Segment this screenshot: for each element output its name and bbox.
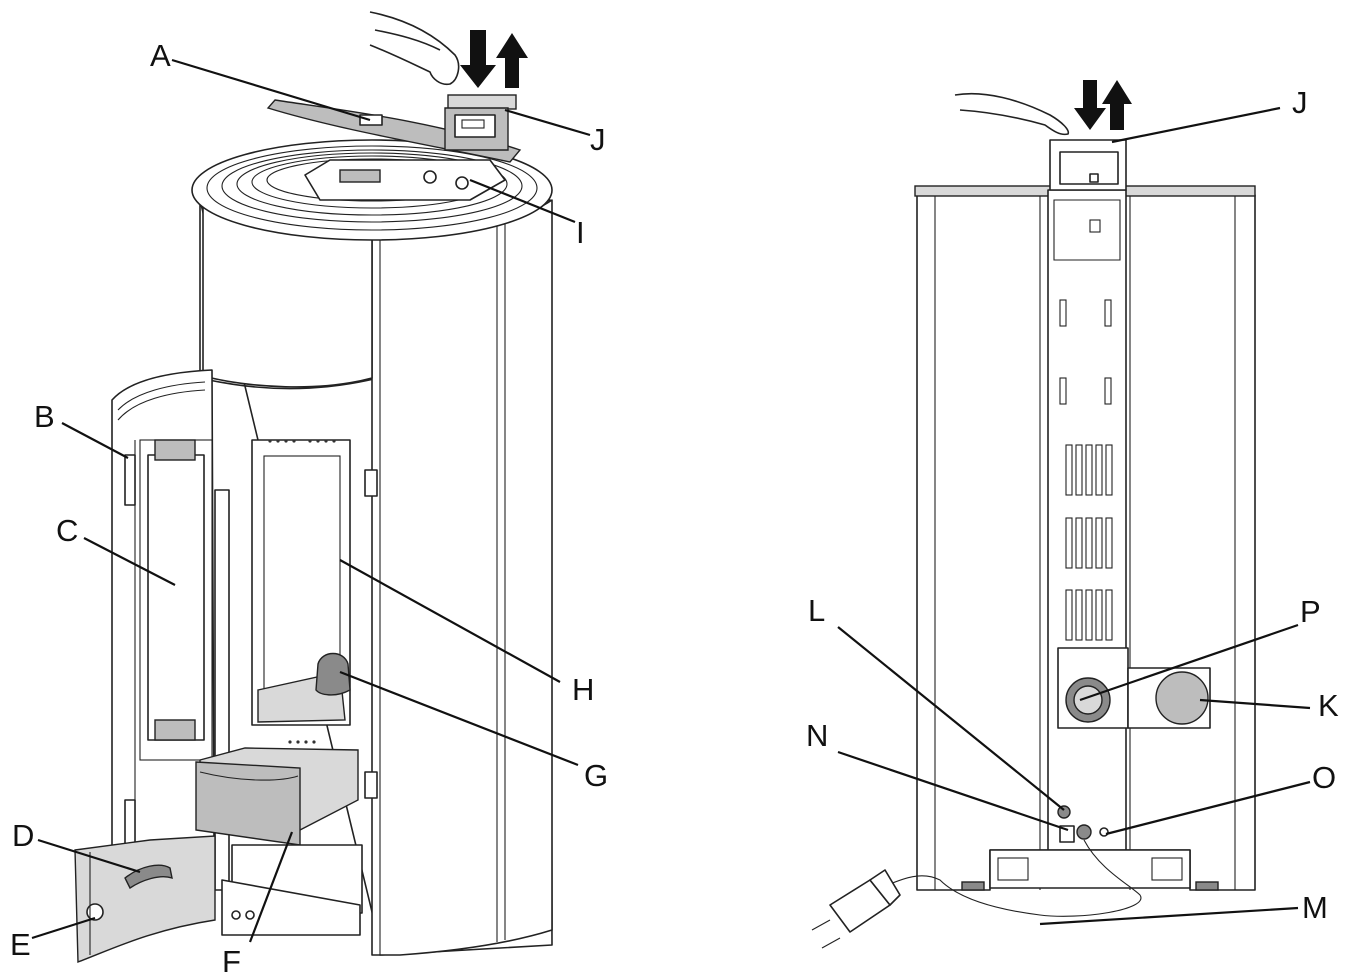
leader-lines: [31, 58, 1311, 943]
flue-outlet: [1155, 671, 1209, 725]
callout-o: O: [1312, 760, 1336, 795]
hand-icon-rear: [954, 92, 1070, 136]
power-plug-icon: [811, 869, 901, 949]
power-socket: [1076, 824, 1092, 840]
callout-b: B: [34, 399, 55, 434]
callout-l: L: [808, 593, 825, 628]
callout-a: A: [150, 38, 171, 73]
control-unit-top: [444, 94, 517, 151]
callout-c: C: [56, 513, 78, 548]
callout-k: K: [1318, 688, 1339, 723]
stove-front-view: [74, 11, 553, 964]
stove-side-panel: [371, 199, 553, 956]
rear-center-panel: [1047, 189, 1127, 851]
down-arrow-icon-rear: [1074, 80, 1106, 130]
fuse-holder: [1057, 805, 1071, 819]
up-arrow-icon: [496, 33, 528, 88]
lower-door: [74, 835, 216, 964]
callout-n: N: [806, 718, 828, 753]
callout-p: P: [1300, 594, 1321, 629]
down-arrow-icon: [460, 30, 496, 88]
up-arrow-icon-rear: [1102, 80, 1132, 130]
burner-pot: [315, 652, 351, 696]
callout-g: G: [584, 758, 608, 793]
callout-labels: A B C D E F G H I J J K L M N O P: [10, 38, 1339, 974]
callout-j: J: [590, 122, 606, 157]
callout-i: I: [576, 215, 585, 250]
callout-d: D: [12, 818, 34, 853]
callout-h: H: [572, 672, 594, 707]
stove-rear-view: [811, 80, 1256, 949]
main-switch: [1059, 825, 1075, 843]
rear-vents: [1065, 444, 1113, 641]
hand-icon: [369, 11, 460, 86]
callout-m: M: [1302, 890, 1328, 925]
callout-j-rear: J: [1292, 85, 1308, 120]
callout-e: E: [10, 927, 31, 962]
callout-f: F: [222, 944, 241, 974]
power-cable: [879, 839, 1142, 917]
door-glass: [147, 454, 205, 741]
